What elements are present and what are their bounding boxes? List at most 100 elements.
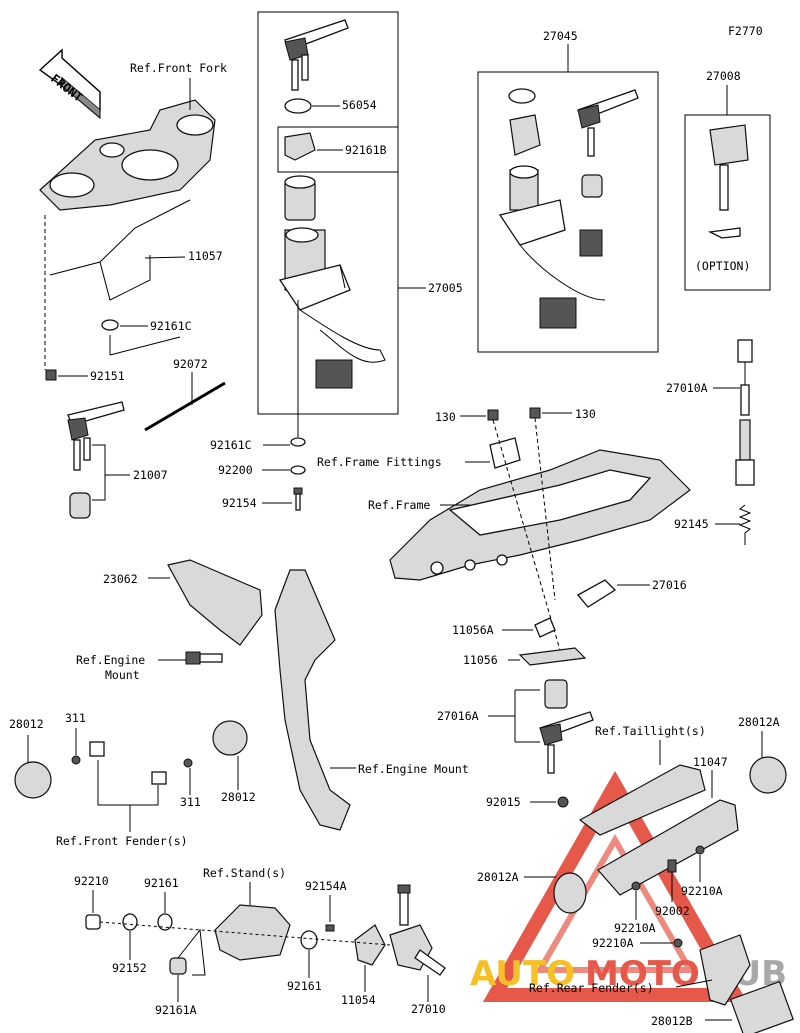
- reflector-28012a-left: [553, 872, 587, 914]
- label-92145: 92145: [674, 517, 709, 531]
- label-27010a: 27010A: [666, 381, 708, 395]
- label-92002: 92002: [655, 904, 690, 918]
- stand-switch-27010: [389, 884, 446, 976]
- label-11056: 11056: [463, 653, 498, 667]
- washer-92161-b: [300, 930, 318, 950]
- label-92161-a: 92161: [144, 876, 179, 890]
- label-28012a-a: 28012A: [738, 715, 780, 729]
- ignition-group-box: [257, 11, 399, 415]
- label-21007: 21007: [133, 468, 168, 482]
- label-11054: 11054: [341, 993, 376, 1007]
- reflector-28012-left: [14, 761, 52, 799]
- stud-front-right: [151, 771, 167, 785]
- cap-92161a: [169, 957, 187, 975]
- label-ref-front-fender: Ref.Front Fender(s): [56, 834, 188, 848]
- label-27016a: 27016A: [437, 709, 479, 723]
- label-92151: 92151: [90, 369, 125, 383]
- label-27016: 27016: [652, 578, 687, 592]
- label-92210a-b: 92210A: [614, 921, 656, 935]
- screw-92151: [45, 369, 57, 381]
- label-92200: 92200: [218, 463, 253, 477]
- key-cap: [69, 492, 91, 519]
- label-56054: 56054: [342, 98, 377, 112]
- bolt-130-b: [529, 407, 541, 419]
- figure-code: F2770: [728, 24, 763, 38]
- bracket-11056a: [534, 617, 556, 638]
- label-28012-a: 28012: [9, 717, 44, 731]
- label-92161c-a: 92161C: [150, 319, 192, 333]
- label-311-b: 311: [180, 795, 201, 809]
- ignition-keys: [284, 19, 349, 91]
- option-note: (OPTION): [695, 259, 750, 273]
- plate-11054: [354, 924, 386, 966]
- watermark-moto: MOTO: [585, 954, 700, 994]
- label-92210a-a: 92210A: [681, 884, 723, 898]
- stud-front-left: [89, 741, 105, 757]
- harness-clamp-11057: [49, 199, 191, 301]
- switch-27010a: [735, 339, 755, 545]
- seal-56054: [284, 98, 312, 114]
- label-ref-taillight: Ref.Taillight(s): [595, 724, 706, 738]
- nut-92015: [557, 796, 569, 808]
- label-28012b: 28012B: [651, 1014, 693, 1028]
- label-311-a: 311: [65, 711, 86, 725]
- bolt-92002: [667, 859, 677, 873]
- reflector-28012-right: [212, 720, 248, 756]
- label-11056a: 11056A: [452, 623, 494, 637]
- cap-92210: [85, 914, 101, 930]
- nut-92210a-a: [695, 845, 705, 855]
- key-set-21007: [67, 401, 125, 519]
- label-ref-frame-fittings: Ref.Frame Fittings: [317, 455, 442, 469]
- nut-92210a-c: [673, 938, 683, 948]
- spring-92145: [738, 504, 752, 545]
- label-23062: 23062: [103, 572, 138, 586]
- label-92072: 92072: [173, 357, 208, 371]
- label-92161c-b: 92161C: [210, 438, 252, 452]
- watermark-auto: AUTO: [470, 954, 575, 994]
- reflector-28012b: [729, 980, 794, 1033]
- steering-stem-head-bracket: [39, 99, 216, 211]
- taillight-bracket: [578, 764, 706, 836]
- nut-311-b: [183, 758, 193, 768]
- washer-92161c-b: [290, 437, 306, 447]
- screw-92154a: [325, 924, 335, 932]
- label-27005: 27005: [428, 281, 463, 295]
- lock-set-27045: [498, 88, 639, 329]
- label-92161b: 92161B: [345, 143, 387, 157]
- label-11047: 11047: [693, 755, 728, 769]
- bracket-11047: [597, 799, 739, 896]
- stand-bracket: [214, 904, 291, 961]
- lock-27016a: [539, 679, 594, 774]
- label-ref-engine-b: Mount: [105, 668, 140, 682]
- washer-92161-a: [157, 913, 173, 931]
- label-92154: 92154: [222, 496, 257, 510]
- bracket-23062: [167, 559, 263, 646]
- label-ref-engine-a: Ref.Engine: [76, 653, 145, 667]
- washer-92200: [290, 465, 306, 475]
- nut-92210a-b: [631, 881, 641, 891]
- label-92161a: 92161A: [155, 1003, 197, 1017]
- label-ref-rear-fender: Ref.Rear Fender(s): [529, 981, 654, 995]
- washer-92152: [122, 913, 138, 931]
- label-92015: 92015: [486, 795, 521, 809]
- label-ref-engine-mount-2: Ref.Engine Mount: [358, 762, 469, 776]
- bolt-130-a: [487, 409, 499, 421]
- bracket-11056: [518, 647, 587, 666]
- band-92072: [144, 381, 226, 432]
- label-27010: 27010: [411, 1002, 446, 1016]
- label-28012-b: 28012: [221, 790, 256, 804]
- label-92210a-c: 92210A: [592, 936, 634, 950]
- frame-fitting-bracket: [489, 437, 521, 469]
- label-92210: 92210: [74, 874, 109, 888]
- label-27045: 27045: [543, 29, 578, 43]
- ignition-switch-27005: [278, 175, 386, 389]
- engine-mount-bolt: [185, 651, 223, 665]
- label-27008: 27008: [706, 69, 741, 83]
- label-130-b: 130: [575, 407, 596, 421]
- front-direction-arrow: FRONT: [38, 48, 101, 120]
- label-92152: 92152: [112, 961, 147, 975]
- rear-fender-part: [699, 934, 751, 1006]
- label-130-a: 130: [435, 410, 456, 424]
- label-92154a: 92154A: [305, 879, 347, 893]
